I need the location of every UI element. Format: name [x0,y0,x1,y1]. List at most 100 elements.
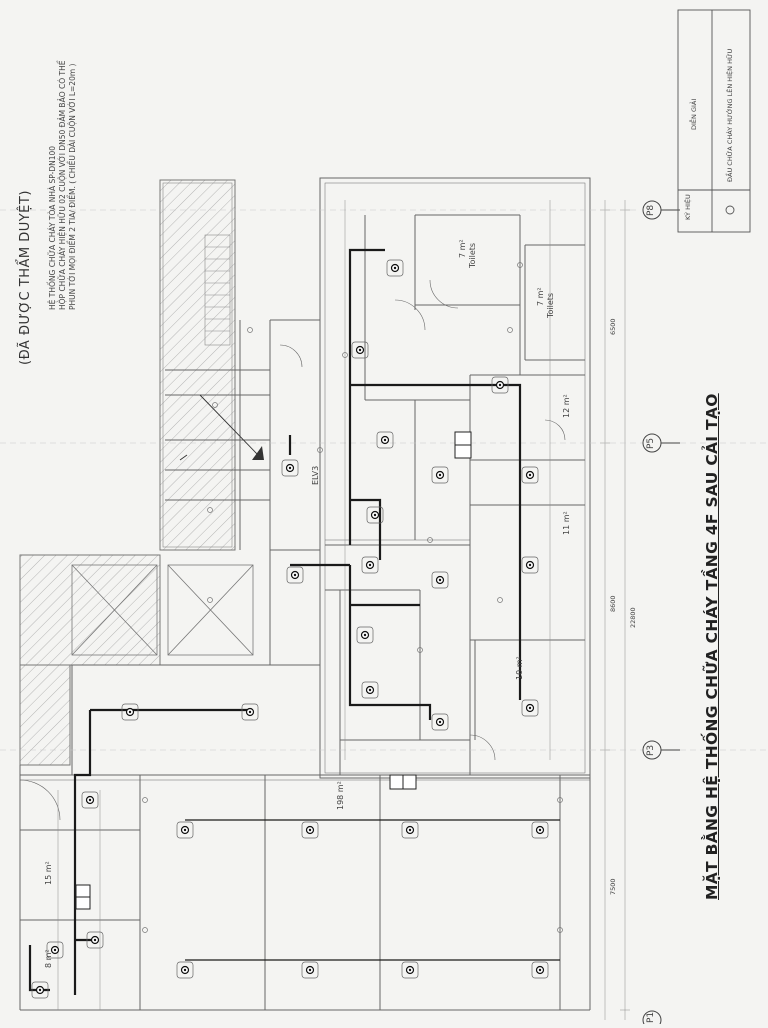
sprinkler-head-dot [363,633,367,637]
grid-label-p5: P5 [646,437,656,449]
grid-markers [642,200,680,1028]
sprinkler-head [281,459,299,477]
existing-head-marker [342,352,348,358]
sprinkler-head-dot [438,720,442,724]
sprinkler-head [176,821,194,839]
room-toilets-2-area: 7 m² [536,287,545,306]
sprinkler-head-dot [438,473,442,477]
fire-hose-cabinets [75,431,472,910]
sprinkler-head-dot [368,563,372,567]
sprinkler-head-dot [308,828,312,832]
sprinkler-head [531,961,549,979]
sprinkler-head-dot [293,573,297,577]
existing-head-marker [507,327,513,333]
sprinkler-head-dot [528,706,532,710]
sprinkler-head [401,821,419,839]
sprinkler-head-dot [538,828,542,832]
sprinkler-head [301,961,319,979]
sprinkler-head-dot [373,513,377,517]
sprinkler-head [121,703,139,721]
dim-6500: 6500 [609,318,617,335]
sprinkler-pipes [28,248,560,995]
sprinkler-head-dot [538,968,542,972]
existing-head-marker [557,927,563,933]
stair [204,234,231,346]
sprinkler-head [431,466,449,484]
sprinkler-head-dot [53,948,57,952]
existing-head-marker [207,597,213,603]
room-198-area: 198 m² [336,781,345,810]
sprinkler-head [176,961,194,979]
sprinkler-head-dot [368,688,372,692]
sprinkler-head [431,713,449,731]
legend-item: ĐẦU CHỮA CHÁY HƯỚNG LÊN HIỆN HỮU [726,48,734,182]
room-toilets-1-area: 7 m² [458,239,467,258]
existing-head-marker [207,507,213,513]
sprinkler-head [81,791,99,809]
existing-head-marker [317,447,323,453]
room-12-area: 12 m² [562,394,571,418]
sprinkler-head-dot [438,578,442,582]
sprinkler-head [491,376,509,394]
grid-label-p8: P8 [646,204,656,216]
hatched-core-areas [19,179,236,766]
annotation-line-3: PHUN TỚI MỌI ĐIỂM 2 TIA/ ĐIỂM. ( CHIỀU D… [68,63,77,310]
dimension-lines [0,200,768,1020]
sprinkler-head [531,821,549,839]
existing-head-marker [517,262,523,268]
grid-label-p1: P1 [646,1011,656,1023]
dim-8600: 8600 [609,595,617,612]
sprinkler-head [376,431,394,449]
sprinkler-head-dot [498,383,502,387]
sprinkler-head [366,506,384,524]
sprinkler-head [86,931,104,949]
sprinkler-heads [31,259,563,999]
room-15-area: 15 m² [44,861,53,885]
drawing-title: MẶT BẰNG HỆ THỐNG CHỮA CHÁY TẦNG 4F SAU … [703,393,721,900]
dim-22800: 22800 [629,607,637,628]
sprinkler-head [361,681,379,699]
existing-head-marker [247,327,253,333]
sprinkler-head-dot [93,938,97,942]
sprinkler-head-dot [408,828,412,832]
cabinet-pointer [179,394,264,461]
existing-head-marker [212,402,218,408]
existing-head-marker [142,927,148,933]
sprinkler-head-dot [408,968,412,972]
sprinkler-head [521,466,539,484]
legend-box [677,9,751,233]
existing-head-marker [557,797,563,803]
dim-7500: 7500 [609,878,617,895]
sprinkler-head-dot [528,563,532,567]
sprinkler-head [401,961,419,979]
elv-label: ELV3 [311,465,320,485]
sprinkler-head-dot [393,266,397,270]
sprinkler-head-dot [88,798,92,802]
sprinkler-head-dot [383,438,387,442]
sprinkler-head [301,821,319,839]
sprinkler-head-dot [358,348,362,352]
sprinkler-head-dot [288,466,292,470]
sprinkler-head [351,341,369,359]
sprinkler-head [521,699,539,717]
sprinkler-head [46,941,64,959]
walls [19,177,591,1011]
sprinkler-head-dot [308,968,312,972]
lift-shafts [71,564,254,656]
room-10-area: 10 m² [515,656,524,680]
sprinkler-head [31,981,49,999]
sprinkler-head [241,703,259,721]
annotation-line-2: HỘP CHỮA CHÁY HIỆN HỮU 02 CUỘN VỚI DN50 … [58,60,67,310]
approval-note: (ĐÃ ĐƯỢC THẨM DUYỆT) [18,190,33,365]
room-toilets-1: Toilets [468,242,477,268]
existing-head-marker [417,647,423,653]
legend-desc-header: DIỄN GIẢI [690,98,698,130]
sprinkler-head-dot [128,710,132,714]
sprinkler-head-dot [248,710,252,714]
sprinkler-head-dot [528,473,532,477]
legend-symbol-header: KÝ HIỆU [684,194,692,220]
room-8-area: 8 m² [44,949,53,968]
sprinkler-head-dot [38,988,42,992]
